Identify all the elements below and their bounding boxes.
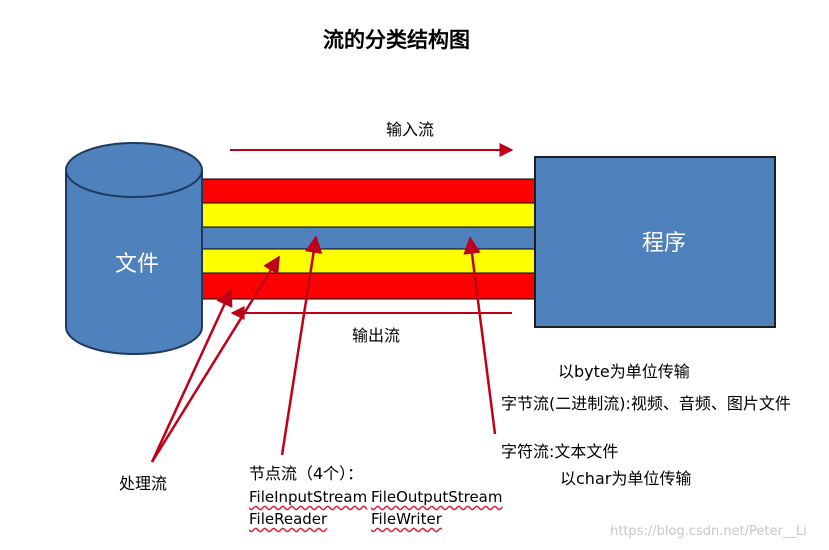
byte-unit-note: 以byte为单位传输 xyxy=(558,362,690,381)
node-stream-arrow xyxy=(280,235,323,456)
node-stream-file-reader: FileReader xyxy=(249,510,328,528)
pipe-band-red-top xyxy=(197,178,537,204)
pipe-band-yellow-bottom xyxy=(197,248,537,274)
node-stream-file-writer: FileWriter xyxy=(371,510,442,528)
node-stream-heading: 节点流（4个）： xyxy=(249,464,364,483)
node-stream-file-output-stream: FileOutputStream xyxy=(371,488,503,506)
processing-arrow-right xyxy=(150,255,281,463)
node-stream-file-input-stream: FileInputStream xyxy=(249,488,368,506)
byte-char-stream-arrow xyxy=(463,236,497,435)
pipe-band-red-bottom xyxy=(197,272,537,300)
char-unit-note: 以char为单位传输 xyxy=(560,469,692,488)
pipe-band-yellow-top xyxy=(197,202,537,228)
watermark-url: https://blog.csdn.net/Peter__Li xyxy=(610,524,807,539)
program-label: 程序 xyxy=(642,231,687,256)
file-cylinder xyxy=(65,142,203,355)
file-label: 文件 xyxy=(115,252,160,277)
stream-pipe xyxy=(197,178,537,300)
processing-stream-label: 处理流 xyxy=(119,474,168,493)
processing-arrow-left xyxy=(150,288,233,463)
output-stream-label: 输出流 xyxy=(352,326,401,345)
pipe-band-blue-middle xyxy=(197,226,537,250)
char-stream-note: 字符流:文本文件 xyxy=(501,442,619,461)
program-box xyxy=(534,156,776,328)
input-stream-label: 输入流 xyxy=(386,120,435,139)
diagram-title: 流的分类结构图 xyxy=(323,28,470,52)
byte-stream-note: 字节流(二进制流):视频、音频、图片文件 xyxy=(501,394,791,413)
